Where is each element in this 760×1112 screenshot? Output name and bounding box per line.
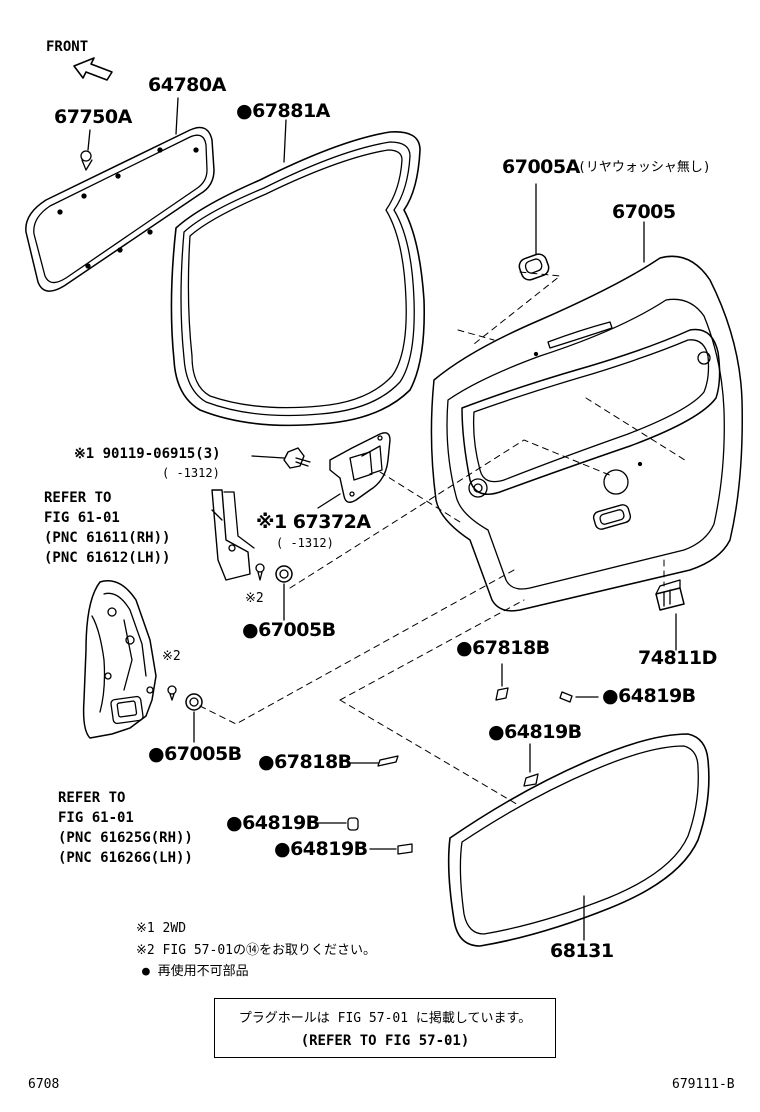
- part-label-74811D[interactable]: 74811D: [638, 647, 717, 669]
- part-label-67881A[interactable]: ●67881A: [236, 100, 330, 122]
- quarter-trim-reference-61625G: [82, 580, 157, 739]
- back-door-panel-67005: [430, 255, 743, 612]
- part-label-64819B-lower-a[interactable]: ●64819B: [226, 812, 320, 834]
- clip-67818B-upper: [495, 687, 509, 701]
- part-label-67372A[interactable]: ※1 67372A: [256, 511, 371, 533]
- note-fig-57-01: ※2 FIG 57-01の⑭をお取りください。: [136, 943, 376, 958]
- clip-64819B-lower-b: [397, 843, 413, 855]
- back-door-trim-panel-64780A: [25, 126, 215, 292]
- part-label-90119-06915[interactable]: ※1 90119-06915(3): [74, 446, 221, 462]
- part-label-67818B-upper[interactable]: ●67818B: [456, 637, 550, 659]
- mark2-upper: ※2: [245, 591, 264, 606]
- part-label-67005B-lower[interactable]: ●67005B: [148, 743, 242, 765]
- note-non-reusable: ● 再使用不可部品: [142, 964, 249, 979]
- back-window-glass-68131: [447, 733, 710, 947]
- weatherstrip-67881A: [170, 131, 426, 427]
- footer-diagram-id: 679111-B: [672, 1077, 735, 1092]
- part-label-64819B-upper[interactable]: ●64819B: [602, 685, 696, 707]
- note-2wd: ※1 2WD: [136, 921, 187, 936]
- clip-mark2-upper: [255, 563, 265, 581]
- plug-67005A: [518, 253, 550, 281]
- part-range-90119: ( -1312): [162, 466, 220, 480]
- part-label-67005B-upper[interactable]: ●67005B: [242, 619, 336, 641]
- clip-64819B-lower-a: [347, 817, 359, 831]
- clip-64819B-mid: [523, 773, 539, 787]
- cushion-67005B-lower: [185, 693, 203, 711]
- plug-hole-reference-link[interactable]: (REFER TO FIG 57-01): [300, 1033, 470, 1049]
- plug-hole-reference-box: プラグホールは FIG 57-01 に掲載しています。 (REFER TO FI…: [214, 998, 556, 1058]
- part-label-67750A[interactable]: 67750A: [54, 106, 132, 128]
- part-range-67372A: ( -1312): [276, 536, 334, 550]
- part-label-67818B-lower[interactable]: ●67818B: [258, 751, 352, 773]
- front-arrow-icon: [73, 57, 113, 81]
- footer-page-number: 6708: [28, 1077, 60, 1092]
- bracket-67372A: [329, 432, 391, 503]
- quarter-pillar-reference-61611: [211, 489, 255, 581]
- part-label-64819B-mid[interactable]: ●64819B: [488, 721, 582, 743]
- mark2-lower: ※2: [162, 649, 181, 664]
- dashed-guide-lines: [199, 271, 689, 807]
- clip-64819B-upper: [559, 691, 573, 703]
- cushion-67005B-upper: [275, 565, 293, 583]
- clip-67818B-lower: [377, 755, 399, 767]
- bolt-90119-06915: [283, 447, 311, 469]
- front-label: FRONT: [46, 39, 89, 55]
- part-label-68131[interactable]: 68131: [550, 940, 614, 962]
- clip-74811D: [655, 579, 685, 611]
- reference-fig-61-01-upper[interactable]: REFER TO FIG 61-01 (PNC 61611(RH)) (PNC …: [44, 490, 171, 566]
- part-label-67005A[interactable]: 67005A: [502, 156, 580, 178]
- reference-fig-61-01-lower[interactable]: REFER TO FIG 61-01 (PNC 61625G(RH)) (PNC…: [58, 790, 193, 866]
- part-label-67005[interactable]: 67005: [612, 201, 676, 223]
- plug-hole-note-jp: プラグホールは FIG 57-01 に掲載しています。: [238, 1011, 532, 1026]
- clip-67750A: [80, 150, 93, 171]
- part-label-64780A[interactable]: 64780A: [148, 74, 226, 96]
- part-label-64819B-lower-b[interactable]: ●64819B: [274, 838, 368, 860]
- clip-mark2-lower: [167, 685, 177, 701]
- part-note-67005A: (リヤウォッシャ無し): [578, 160, 711, 175]
